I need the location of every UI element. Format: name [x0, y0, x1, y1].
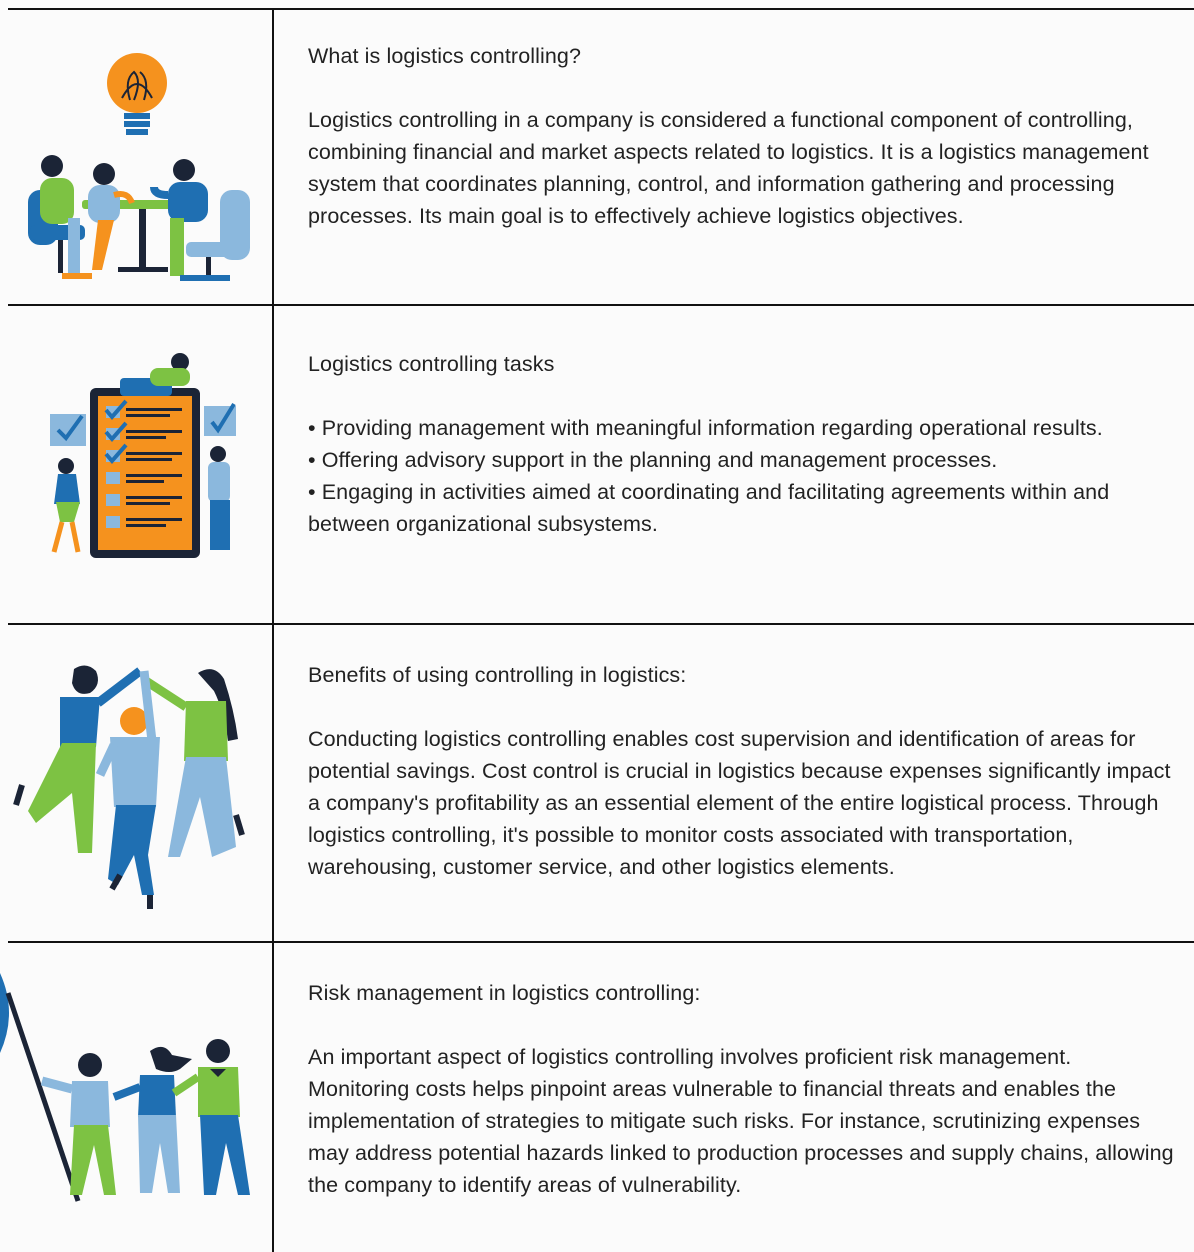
row-divider-1 — [8, 304, 1194, 306]
team-meeting-lightbulb-icon — [0, 10, 272, 304]
team-flag-icon — [0, 943, 272, 1252]
section-4-text: Risk management in logistics controlling… — [308, 977, 1178, 1201]
section-2-text: Logistics controlling tasks • Providing … — [308, 348, 1178, 540]
section-1-text: What is logistics controlling? Logistics… — [308, 40, 1178, 232]
section-3-text: Benefits of using controlling in logisti… — [308, 659, 1178, 883]
column-divider — [272, 8, 274, 1252]
row-divider-3 — [8, 941, 1194, 943]
task-item-1: • Providing management with meaningful i… — [308, 416, 1103, 440]
high-five-celebration-icon — [0, 625, 272, 941]
row-divider-2 — [8, 623, 1194, 625]
checklist-team-icon — [0, 306, 272, 623]
section-1-body: Logistics controlling in a company is co… — [308, 108, 1149, 228]
task-item-2: • Offering advisory support in the plann… — [308, 448, 998, 472]
section-3-body: Conducting logistics controlling enables… — [308, 727, 1171, 879]
section-2-title: Logistics controlling tasks — [308, 352, 555, 376]
section-4-title: Risk management in logistics controlling… — [308, 981, 701, 1005]
section-4-body: An important aspect of logistics control… — [308, 1045, 1174, 1197]
section-1-title: What is logistics controlling? — [308, 44, 582, 68]
row-divider-top — [8, 8, 1194, 10]
task-item-3: • Engaging in activities aimed at coordi… — [308, 480, 1110, 536]
section-3-title: Benefits of using controlling in logisti… — [308, 663, 687, 687]
